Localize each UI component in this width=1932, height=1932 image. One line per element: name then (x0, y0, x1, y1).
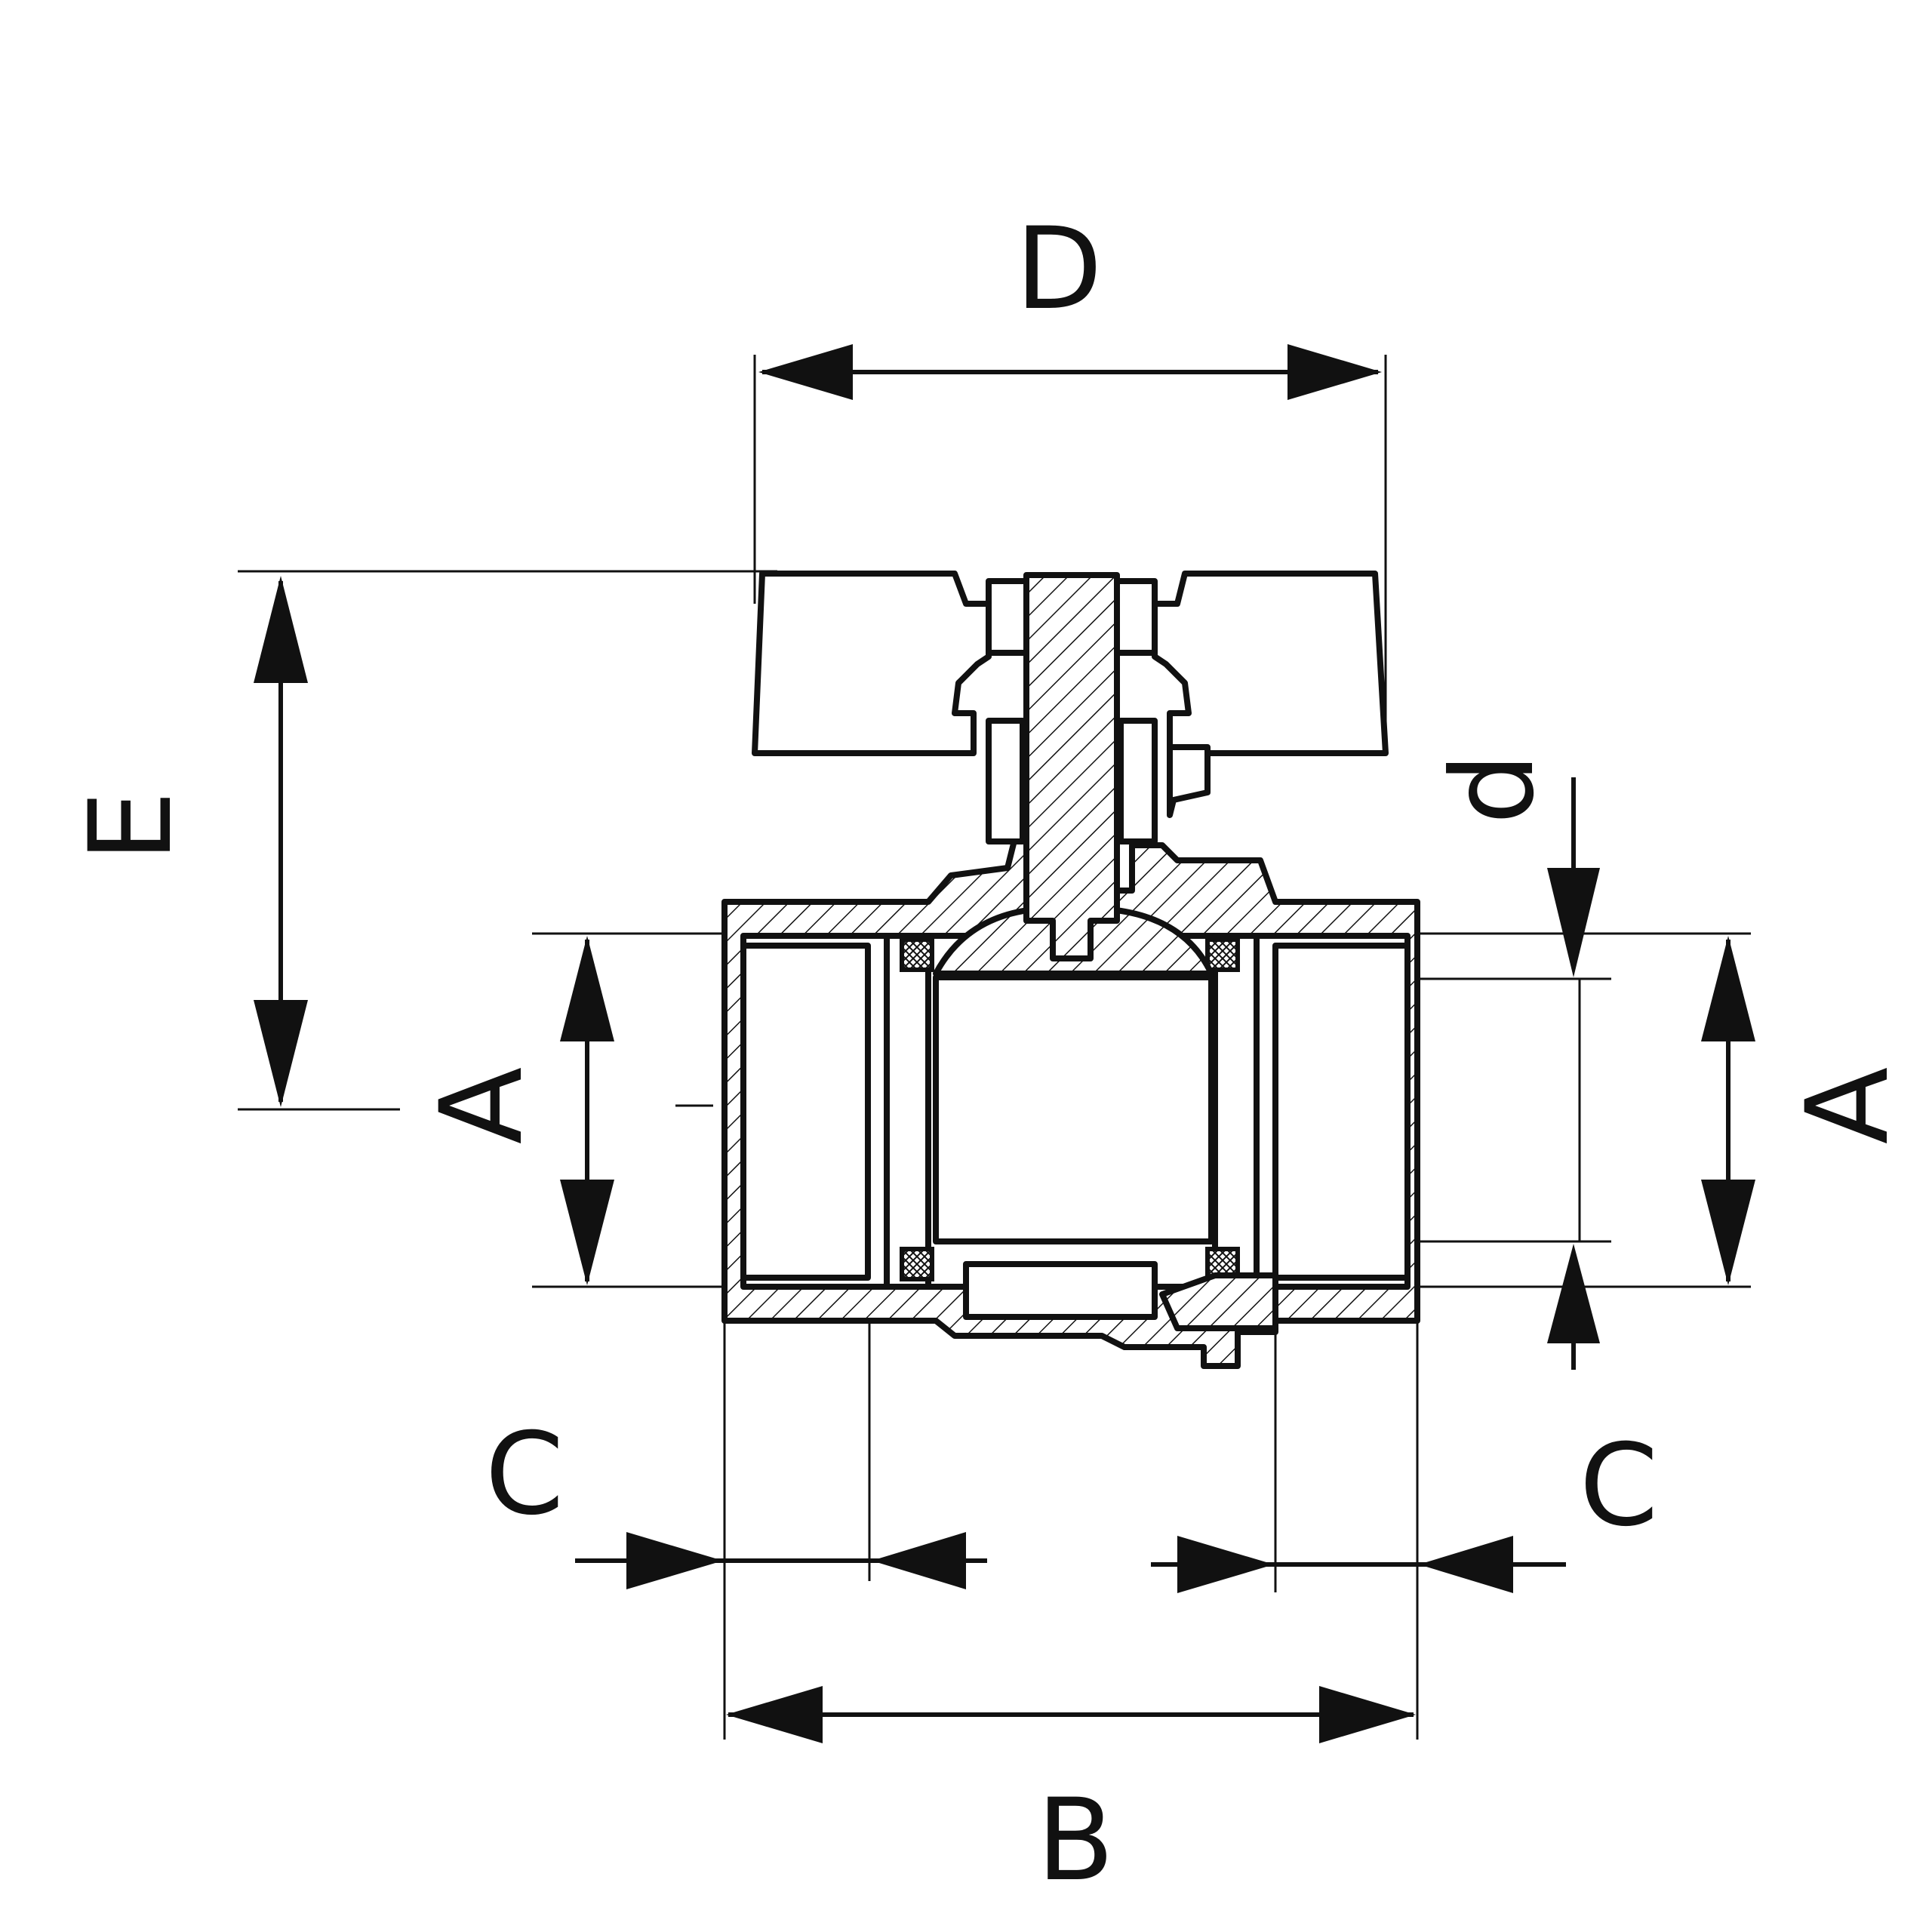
label-e-height: E (66, 791, 197, 863)
butterfly-handle (752, 571, 1389, 818)
dimension-lines (254, 344, 1755, 1743)
label-a-right: A (1783, 1067, 1914, 1145)
extension-lines (238, 355, 1751, 1740)
label-d-bore: d (1428, 752, 1559, 824)
label-d-width: D (1015, 204, 1103, 335)
label-b-length: B (1037, 1775, 1115, 1906)
valve-body (721, 835, 1420, 1369)
label-c-right: C (1580, 1420, 1659, 1552)
label-c-left: C (485, 1409, 565, 1540)
label-a-left: A (417, 1067, 548, 1145)
